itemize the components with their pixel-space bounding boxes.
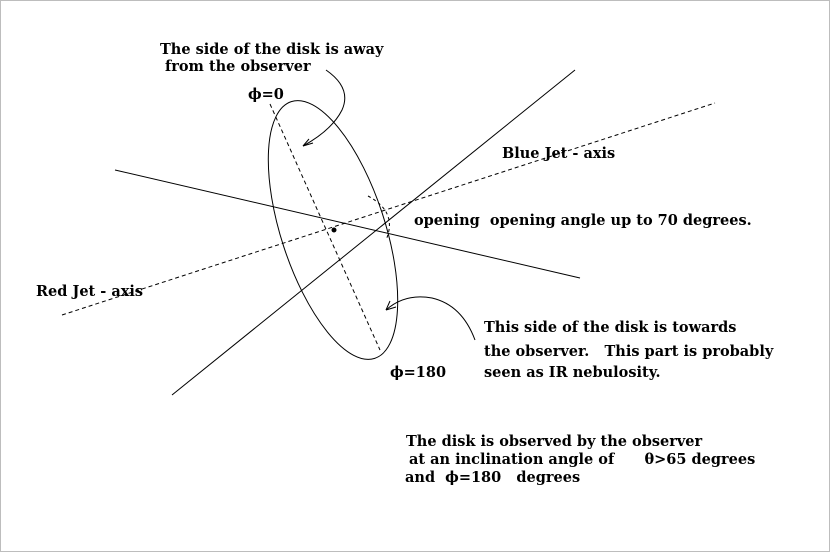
towards-pointer-arrowhead xyxy=(385,300,397,311)
label-note-line1: The disk is observed by the observer xyxy=(406,433,703,450)
away-pointer-curve xyxy=(302,69,346,147)
label-phi-0: ϕ=0 xyxy=(248,86,284,103)
disk-plane-line xyxy=(114,169,581,279)
away-pointer-arrowhead xyxy=(302,138,314,147)
label-side-away-line1: The side of the disk is away xyxy=(160,41,384,58)
label-blue-jet-axis: Blue Jet - axis xyxy=(502,145,616,162)
label-opening-angle: opening opening angle up to 70 degrees. xyxy=(414,212,752,229)
label-phi-180: ϕ=180 xyxy=(390,364,447,381)
disk-ellipse xyxy=(267,100,399,360)
disk-axis-line xyxy=(171,69,576,396)
opening-angle-arc xyxy=(367,195,390,241)
towards-pointer-curve xyxy=(385,296,476,341)
label-towards-line2: the observer. This part is probably xyxy=(484,343,774,360)
label-red-jet-axis: Red Jet - axis xyxy=(36,283,144,300)
label-note-line2: at an inclination angle of θ>65 degrees xyxy=(409,451,756,468)
center-point xyxy=(331,227,337,233)
label-towards-line3: seen as IR nebulosity. xyxy=(484,364,661,381)
disk-major-axis-dashed xyxy=(269,103,381,351)
label-towards-line1: This side of the disk is towards xyxy=(484,319,737,336)
label-side-away-line2: from the observer xyxy=(165,58,311,75)
jet-axis-dashed-line xyxy=(61,102,716,316)
label-note-line3: and ϕ=180 degrees xyxy=(405,469,581,486)
